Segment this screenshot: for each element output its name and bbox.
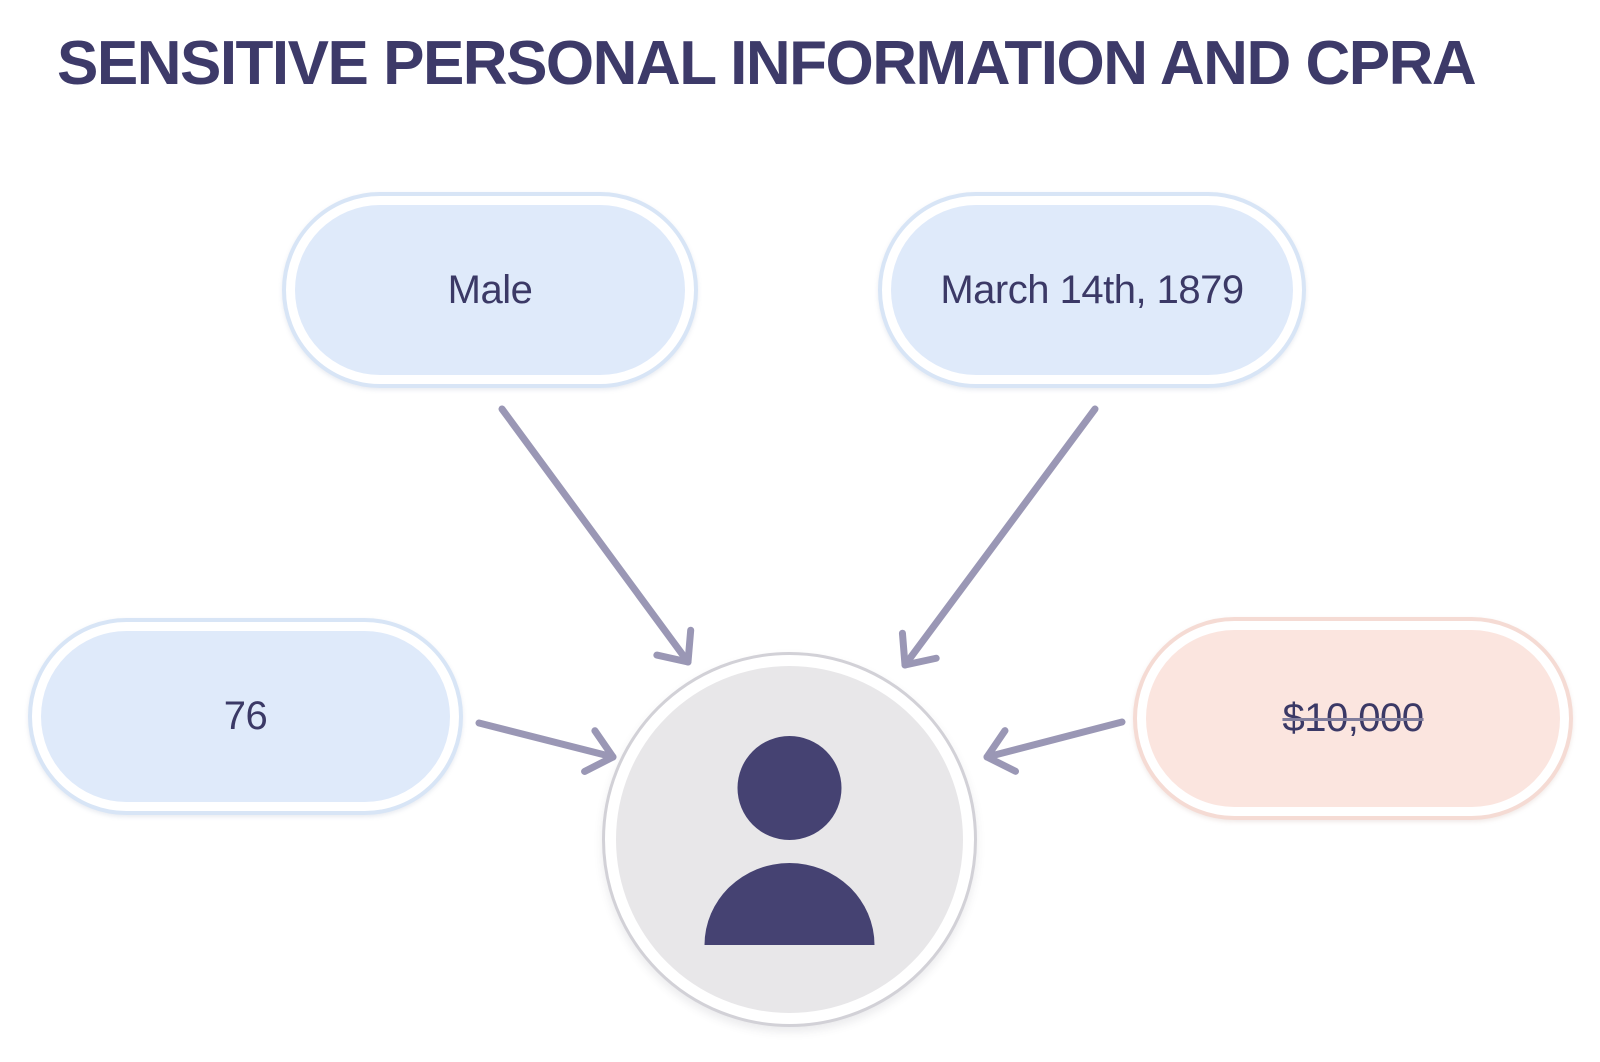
arrow-birthdate-to-person (898, 405, 1099, 669)
person-icon (704, 736, 875, 945)
arrow-gender-to-person (498, 405, 695, 666)
person-avatar (602, 652, 977, 1027)
arrow-money-to-person (983, 718, 1126, 775)
bubble-money: $10,000 (1133, 617, 1573, 820)
bubble-birthdate: March 14th, 1879 (878, 192, 1306, 388)
bubble-gender-label: Male (447, 267, 533, 312)
page-title: SENSITIVE PERSONAL INFORMATION AND CPRA (57, 29, 1477, 98)
bubble-birthdate-label: March 14th, 1879 (940, 267, 1244, 312)
bubble-age: 76 (28, 618, 463, 815)
bubble-age-label: 76 (223, 694, 268, 738)
bubble-money-label: $10,000 (1282, 696, 1424, 740)
bubble-gender: Male (282, 192, 698, 388)
arrow-age-to-person (475, 719, 617, 775)
